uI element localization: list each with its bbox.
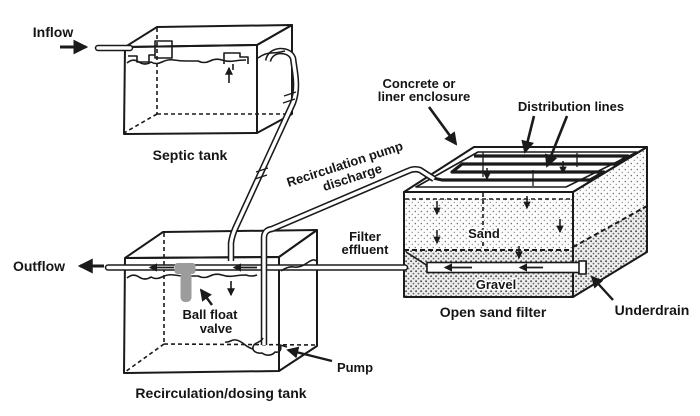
ball-float-valve-arrow-icon — [199, 288, 213, 306]
inflow-label: Inflow — [33, 24, 74, 40]
recirc-water-line — [126, 273, 258, 280]
recirc-right-face — [278, 229, 318, 372]
svg-text:valve: valve — [200, 321, 233, 336]
sand-label: Sand — [468, 226, 500, 241]
septic-outlet-pipe — [227, 47, 300, 261]
distribution-arrow-icon — [521, 115, 536, 154]
percolation-arrows — [433, 196, 564, 260]
recirc-tank-caption: Recirculation/dosing tank — [135, 385, 306, 401]
enclosure-arrow-icon — [427, 106, 458, 146]
filter-effluent-label: Filter effluent — [342, 229, 390, 257]
distribution-lines-label: Distribution lines — [518, 99, 624, 168]
svg-text:Filter: Filter — [349, 229, 381, 244]
recirculation-dosing-tank — [123, 229, 318, 374]
svg-text:effluent: effluent — [342, 242, 390, 257]
septic-tank-caption: Septic tank — [153, 147, 228, 163]
enclosure-rim — [415, 151, 638, 188]
pipe-joint-ticks — [254, 91, 297, 180]
enclosure-label: Concrete or liner enclosure — [378, 76, 470, 146]
septic-right-face — [256, 24, 293, 134]
distribution-lines-pipes — [432, 154, 630, 182]
recirc-tank-internals — [126, 259, 317, 356]
recirculation-discharge-pipe — [260, 165, 436, 345]
septic-tank-internals — [94, 40, 286, 83]
ball-float-valve — [174, 263, 196, 302]
svg-text:liner enclosure: liner enclosure — [378, 89, 470, 104]
filter-sand-layer — [404, 199, 573, 250]
septic-top-face — [124, 24, 293, 48]
septic-tank — [123, 24, 293, 135]
open-sand-filter-caption: Open sand filter — [440, 304, 547, 320]
svg-text:Ball float: Ball float — [183, 307, 239, 322]
ball-float-valve-label: Ball float valve — [183, 288, 239, 336]
outlet-baffle — [223, 52, 249, 70]
open-sand-filter — [403, 146, 648, 298]
underdrain-arrow-icon — [590, 275, 614, 301]
pump-label: Pump — [286, 346, 373, 375]
svg-text:Concrete or: Concrete or — [383, 76, 456, 91]
recirc-top-face — [124, 229, 318, 259]
septic-water-line — [126, 58, 247, 65]
gravel-label: Gravel — [476, 277, 516, 292]
underdrain-pipe — [426, 260, 587, 275]
filter-right-gravel-band — [573, 206, 647, 297]
filter-gravel-layer — [404, 250, 573, 297]
inlet-baffle — [154, 40, 173, 59]
svg-text:Distribution lines: Distribution lines — [518, 99, 624, 114]
pump — [224, 337, 288, 356]
distribution-arrow-icon — [545, 115, 569, 168]
outflow-label: Outflow — [13, 258, 65, 274]
svg-text:Pump: Pump — [337, 360, 373, 375]
pump-arrow-icon — [286, 346, 333, 363]
svg-text:Underdrain: Underdrain — [615, 302, 690, 318]
underdrain-label: Underdrain — [590, 275, 690, 318]
